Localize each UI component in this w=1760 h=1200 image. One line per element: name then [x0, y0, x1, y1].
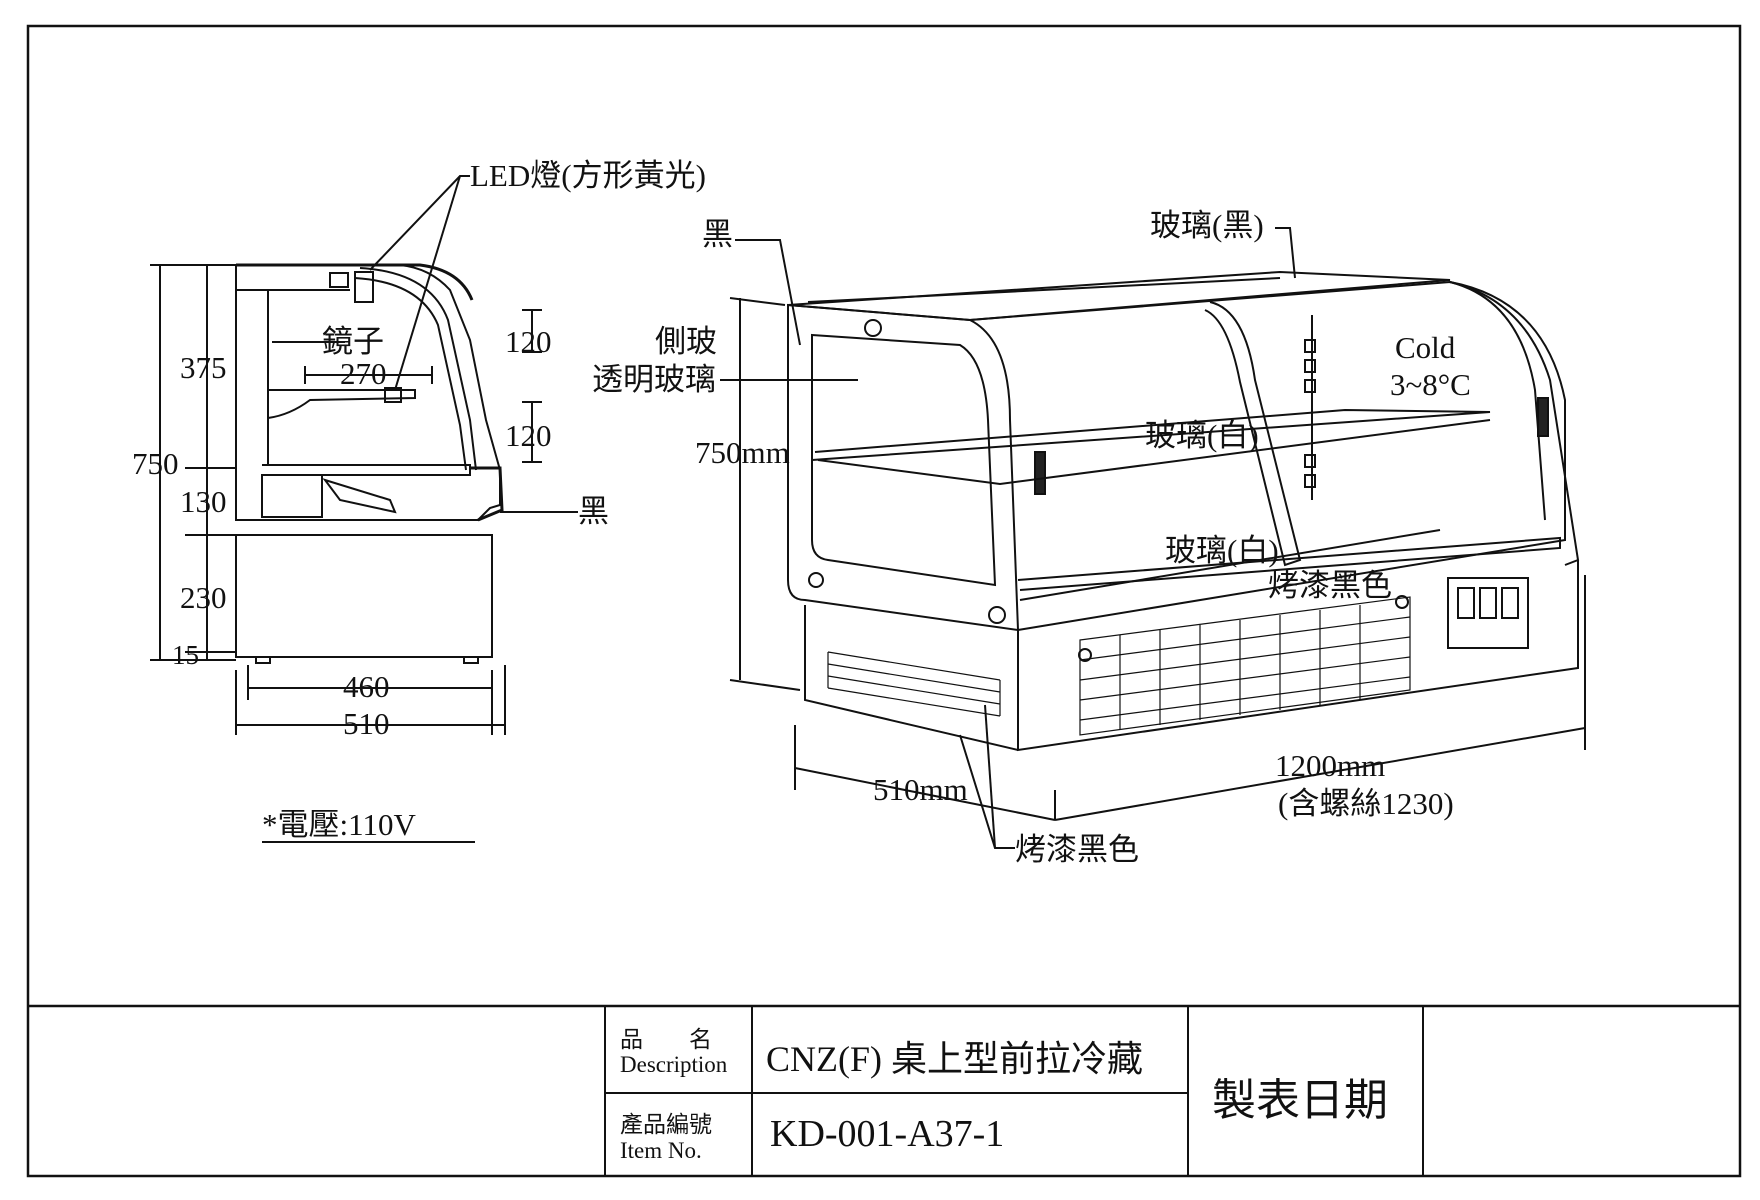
- iso-top-glass: [787, 270, 1451, 322]
- dim-130: 130: [180, 484, 227, 519]
- iso-dim-depth: 510mm: [873, 772, 968, 807]
- label-mirror: 鏡子: [322, 324, 384, 359]
- label-cold-1: Cold: [1395, 330, 1456, 365]
- label-paint-black-top: 烤漆黑色: [1268, 568, 1392, 603]
- desc-value: CNZ(F) 桌上型前拉冷藏: [766, 1039, 1143, 1079]
- side-view: [150, 175, 578, 843]
- dim-460: 460: [343, 669, 390, 704]
- outer-frame: [26, 24, 1742, 1178]
- iso-dim-height: 750mm: [695, 435, 790, 470]
- dim-120-upper: 120: [505, 324, 552, 359]
- title-block-grid: [604, 1006, 1424, 1176]
- dim-15: 15: [172, 640, 199, 670]
- label-black-side: 黑: [578, 494, 609, 529]
- label-glass-black: 玻璃(黑): [1150, 208, 1264, 243]
- side-shelf: [267, 389, 416, 419]
- side-led-box-3: [384, 387, 402, 403]
- label-voltage: *電壓:110V: [262, 807, 416, 842]
- side-foot-right: [463, 656, 479, 664]
- iso-lower-side: [804, 605, 1019, 751]
- side-top-cap: [236, 263, 474, 301]
- item-label-en: Item No.: [620, 1138, 702, 1163]
- side-black-trim: [470, 466, 504, 522]
- side-tray: [261, 474, 323, 518]
- iso-center-post: [1204, 301, 1302, 567]
- iso-control-panel: [1447, 577, 1529, 649]
- side-cabinet-upper: [235, 264, 501, 521]
- side-lower-body: [235, 534, 493, 658]
- dim-510: 510: [343, 706, 390, 741]
- dim-120-lower: 120: [505, 418, 552, 453]
- item-label-cn: 產品編號: [620, 1112, 712, 1137]
- iso-side-vents: [827, 651, 1001, 717]
- side-pan: [322, 478, 397, 514]
- desc-label-en: Description: [620, 1052, 728, 1077]
- side-deck: [262, 464, 471, 476]
- label-led-light: LED燈(方形黃光): [470, 158, 706, 193]
- label-black-top: 黑: [702, 217, 733, 252]
- side-foot-left: [255, 656, 271, 664]
- side-led-box-1: [329, 272, 349, 288]
- label-side-glass-2: 透明玻璃: [592, 362, 716, 397]
- iso-dim-width-note: (含螺絲1230): [1278, 786, 1454, 821]
- dim-230: 230: [180, 580, 227, 615]
- iso-dim-width: 1200mm: [1275, 748, 1385, 783]
- iso-view: [720, 227, 1586, 849]
- iso-deck: [1017, 536, 1561, 591]
- side-led-box-2: [354, 271, 374, 303]
- desc-label-cn: 品 名: [620, 1027, 712, 1052]
- label-cold-2: 3~8°C: [1390, 367, 1471, 402]
- dim-270: 270: [340, 356, 387, 391]
- iso-left-panel: [787, 303, 1020, 632]
- iso-shelf: [811, 408, 1491, 461]
- label-glass-white-upper: 玻璃(白): [1145, 418, 1259, 453]
- item-value: KD-001-A37-1: [770, 1113, 1005, 1155]
- date-label: 製表日期: [1212, 1076, 1388, 1125]
- side-front-glass-inner: [354, 277, 467, 471]
- label-glass-white-lower: 玻璃(白): [1165, 533, 1279, 568]
- iso-right-end: [1449, 281, 1580, 566]
- side-front-glass: [359, 267, 477, 471]
- label-paint-black-bottom: 烤漆黑色: [1015, 832, 1139, 867]
- label-side-glass-1: 側玻: [655, 324, 717, 359]
- dim-375: 375: [180, 350, 227, 385]
- iso-left-window: [811, 333, 997, 587]
- iso-front-grille: [1079, 596, 1411, 736]
- dim-750: 750: [132, 446, 179, 481]
